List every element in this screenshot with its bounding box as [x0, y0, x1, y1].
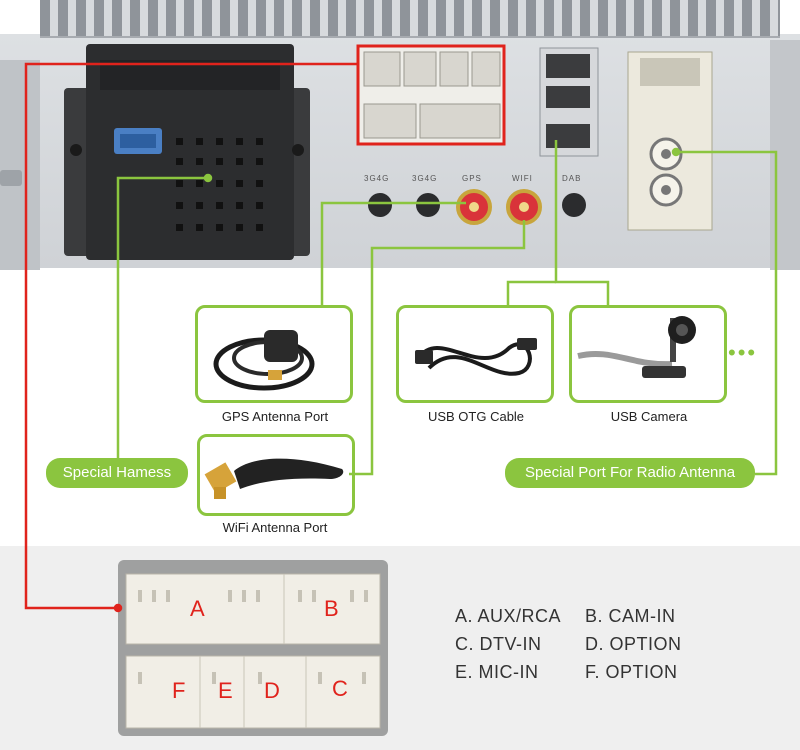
usb-otg-cable-icon	[415, 338, 537, 376]
port-label-3g4g-2: 3G4G	[412, 174, 438, 183]
legend-b: B. CAM-IN	[585, 606, 676, 626]
connector-label-e: E	[218, 678, 233, 703]
connector-label-b: B	[324, 596, 339, 621]
usb-port-2	[546, 86, 590, 108]
wifi-port-pin	[519, 202, 529, 212]
connector-label-d: D	[264, 678, 280, 703]
connector-pins	[138, 590, 368, 684]
port-label-gps: GPS	[462, 174, 482, 183]
wifi-caption: WiFi Antenna Port	[222, 520, 328, 535]
mount-hole-left	[70, 144, 82, 156]
gps-port-pin	[469, 202, 479, 212]
wifi-antenna-icon	[204, 458, 344, 499]
mount-hole-right	[292, 144, 304, 156]
gps-antenna-card	[195, 305, 353, 403]
usb-otg-caption: USB OTG Cable	[427, 409, 525, 424]
port-dab	[562, 193, 586, 217]
gps-caption: GPS Antenna Port	[221, 409, 329, 424]
connector-dividers	[199, 574, 307, 728]
top-vent-grille	[40, 0, 780, 38]
radio-antenna-pin-2	[661, 185, 671, 195]
connector-label-c: C	[332, 676, 348, 701]
radio-antenna-pill: Special Port For Radio Antenna	[505, 458, 755, 488]
red-leader-line	[24, 62, 358, 613]
connector-bottom-row	[125, 655, 381, 729]
port-label-3g4g-1: 3G4G	[364, 174, 390, 183]
port-label-wifi: WIFI	[512, 174, 533, 183]
legend-f: F. OPTION	[585, 662, 678, 682]
connector-label-a: A	[190, 596, 205, 621]
special-harness-pill: Special Hamess	[46, 458, 188, 488]
radio-antenna-top	[640, 58, 700, 86]
connector-top-row	[125, 573, 381, 645]
harness-pin-grid	[176, 138, 263, 231]
legend-a: A. AUX/RCA	[455, 606, 562, 626]
connector-detail-photo	[118, 560, 388, 736]
usb-otg-card	[396, 305, 554, 403]
usb-camera-caption: USB Camera	[610, 409, 688, 424]
usb-camera-card	[569, 305, 727, 403]
gps-antenna-icon	[213, 330, 315, 391]
usb-camera-icon	[577, 316, 696, 378]
blue-connector-inner	[120, 134, 156, 148]
aux-connector-blocks	[363, 51, 501, 139]
legend-c: C. DTV-IN	[455, 634, 542, 654]
port-3g4g-1	[368, 193, 392, 217]
port-label-dab: DAB	[562, 174, 582, 183]
legend-d: D. OPTION	[585, 634, 682, 654]
usb-port-3	[546, 124, 590, 148]
connector-label-f: F	[172, 678, 186, 703]
usb-port-1	[546, 54, 590, 78]
radio-antenna-pin-1	[661, 149, 671, 159]
legend-e: E. MIC-IN	[455, 662, 539, 682]
more-accessories-dots: •••	[728, 340, 758, 365]
green-leader-lines	[116, 140, 778, 476]
left-rail	[0, 60, 40, 270]
port-3g4g-2	[416, 193, 440, 217]
left-rail-slot	[0, 170, 22, 186]
